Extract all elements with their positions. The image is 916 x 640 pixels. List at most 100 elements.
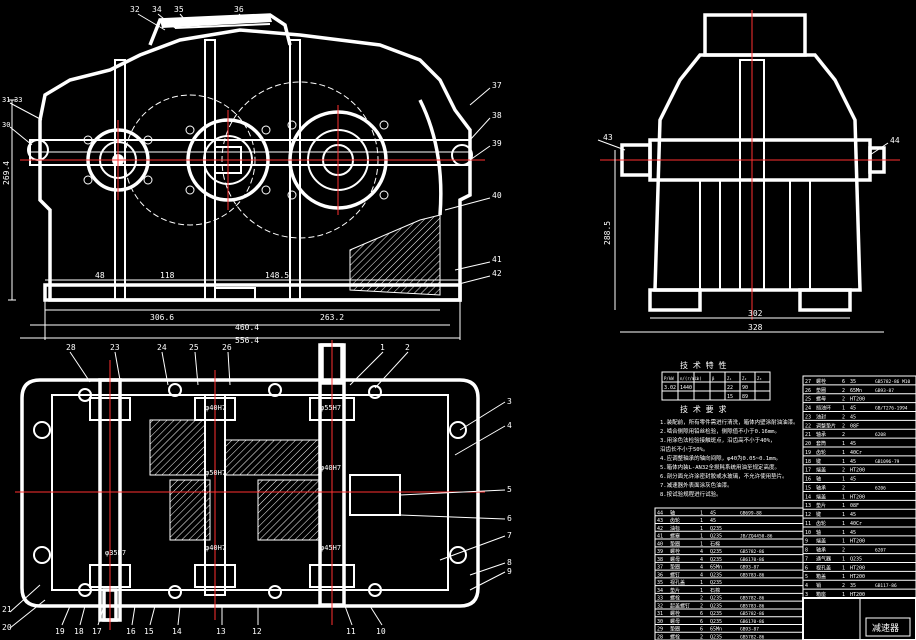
spec-header-cell: n/(r/min) — [680, 376, 702, 381]
title-block-name: 减速器 — [872, 622, 899, 634]
bom-material: 45 — [850, 530, 856, 536]
bom-part: 端盖 — [816, 493, 826, 500]
bom-material: 40Cr — [850, 521, 862, 527]
dim-overall: 460.4 — [235, 323, 259, 332]
requirement-line: 7.减速器外表面涂灰色油漆。 — [660, 481, 733, 489]
bom-qty: 1 — [842, 441, 845, 447]
bom-qty: 2 — [842, 423, 845, 429]
dim-span-right: 263.2 — [320, 313, 344, 322]
callout-3: 3 — [507, 397, 512, 406]
bom-no: 39 — [657, 549, 663, 555]
bom-material: 65Mn — [710, 627, 722, 633]
bom-no: 29 — [657, 627, 663, 633]
bom-part: 螺栓 — [670, 610, 680, 617]
bom-material: 45 — [850, 477, 856, 483]
bom-qty: 1 — [842, 565, 845, 571]
bom-standard: GB93-87 — [740, 565, 759, 571]
bom-part: 螺母 — [816, 396, 826, 403]
callout-14: 14 — [172, 627, 182, 636]
bom-standard: GB5782-86 — [740, 611, 765, 617]
bom-part: 套筒 — [816, 440, 826, 447]
bom-material: HT200 — [850, 397, 865, 403]
bom-part: 销 — [816, 582, 821, 589]
bom-part: 油标 — [670, 525, 680, 532]
bom-qty: 2 — [842, 583, 845, 589]
bom-qty: 2 — [842, 388, 845, 394]
bom-part: 螺塞 — [670, 533, 680, 540]
callout-38: 38 — [492, 111, 502, 120]
callout-9: 9 — [507, 567, 512, 576]
bom-material: Q235 — [850, 556, 862, 562]
bom-qty: 1 — [700, 541, 703, 547]
bom-part: 垫圈 — [670, 564, 680, 571]
bom-part: 螺栓 — [670, 595, 680, 602]
bom-part: 通气器 — [816, 555, 831, 562]
bom-part: 垫圈 — [816, 387, 826, 394]
bom-no: 34 — [657, 588, 663, 594]
bom-qty: 1 — [842, 574, 845, 580]
bom-part: 齿轮 — [816, 520, 826, 527]
requirement-line: 沿齿长不小于50%。 — [660, 445, 708, 453]
spec-cell: 15 — [727, 394, 733, 400]
callout-36: 36 — [234, 5, 244, 14]
bom-standard: GB117-86 — [875, 583, 897, 589]
fit-3: φ50H7 — [205, 469, 226, 477]
bom-qty: 1 — [842, 512, 845, 518]
bom-standard: JB/ZQ4450-86 — [740, 534, 773, 540]
bom-no: 21 — [805, 432, 811, 438]
requirement-line: 2.啮合侧隙用铅丝检验，侧隙值不小于0.16mm。 — [660, 427, 780, 435]
bom-qty: 1 — [842, 539, 845, 545]
callout-17: 17 — [92, 627, 102, 636]
callout-43: 43 — [603, 133, 613, 142]
bom-no: 11 — [805, 521, 811, 527]
callout-11: 11 — [346, 627, 356, 636]
side-dim-outer: 328 — [748, 323, 763, 332]
bom-material: Q235 — [710, 557, 722, 563]
bom-no: 37 — [657, 565, 663, 571]
bom-no: 18 — [805, 459, 811, 465]
callout-26: 26 — [222, 343, 232, 352]
bom-part: 垫圈 — [670, 626, 680, 633]
bom-qty: 1 — [842, 503, 845, 509]
bom-no: 9 — [805, 539, 808, 545]
bom-material: 08F — [850, 423, 859, 429]
bom-part: 端盖 — [816, 538, 826, 545]
bom-no: 22 — [805, 423, 811, 429]
bom-standard: GB1096-79 — [875, 459, 900, 465]
callout-20: 20 — [2, 623, 12, 632]
callout-5: 5 — [507, 485, 512, 494]
bom-no: 32 — [657, 603, 663, 609]
bom-standard: GB5782-86 — [740, 549, 765, 555]
bom-material: Q235 — [710, 611, 722, 617]
bom-standard: GB699-88 — [740, 510, 762, 516]
bom-part: 垫片 — [816, 502, 826, 509]
bom-no: 40 — [657, 541, 663, 547]
bom-material: Q235 — [710, 572, 722, 578]
bom-part: 螺钉 — [670, 571, 680, 578]
bom-material: 石棉 — [710, 540, 720, 547]
bom-qty: 1 — [700, 510, 703, 516]
bom-material: 35 — [850, 379, 856, 385]
top-view: φ40H7 φ55H7 φ50H7 φ40H7 φ35H7 φ40H7 φ45H… — [2, 340, 512, 636]
spec-cell: 1440 — [680, 385, 692, 391]
callout-35: 35 — [174, 5, 184, 14]
bom-no: 20 — [805, 441, 811, 447]
requirement-line: 8.按试验规程进行试验。 — [660, 490, 722, 498]
bom-standard: 6206 — [875, 485, 886, 491]
bom-qty: 1 — [842, 494, 845, 500]
callout-23: 23 — [110, 343, 120, 352]
bom-material: Q235 — [710, 526, 722, 532]
bom-standard: GB93-87 — [740, 627, 759, 633]
bom-part: 油封 — [816, 413, 826, 420]
dim-small: 48 — [95, 271, 105, 280]
bom-qty: 6 — [700, 611, 703, 617]
requirement-line: 5.箱体内装L-AN32全损耗系统用油至规定高度。 — [660, 463, 780, 471]
bom-qty: 1 — [842, 530, 845, 536]
bom-material: 45 — [850, 441, 856, 447]
fit-2: φ55H7 — [320, 404, 341, 412]
bom-qty: 2 — [842, 468, 845, 474]
callout-4: 4 — [507, 421, 512, 430]
bom-qty: 4 — [700, 557, 703, 563]
